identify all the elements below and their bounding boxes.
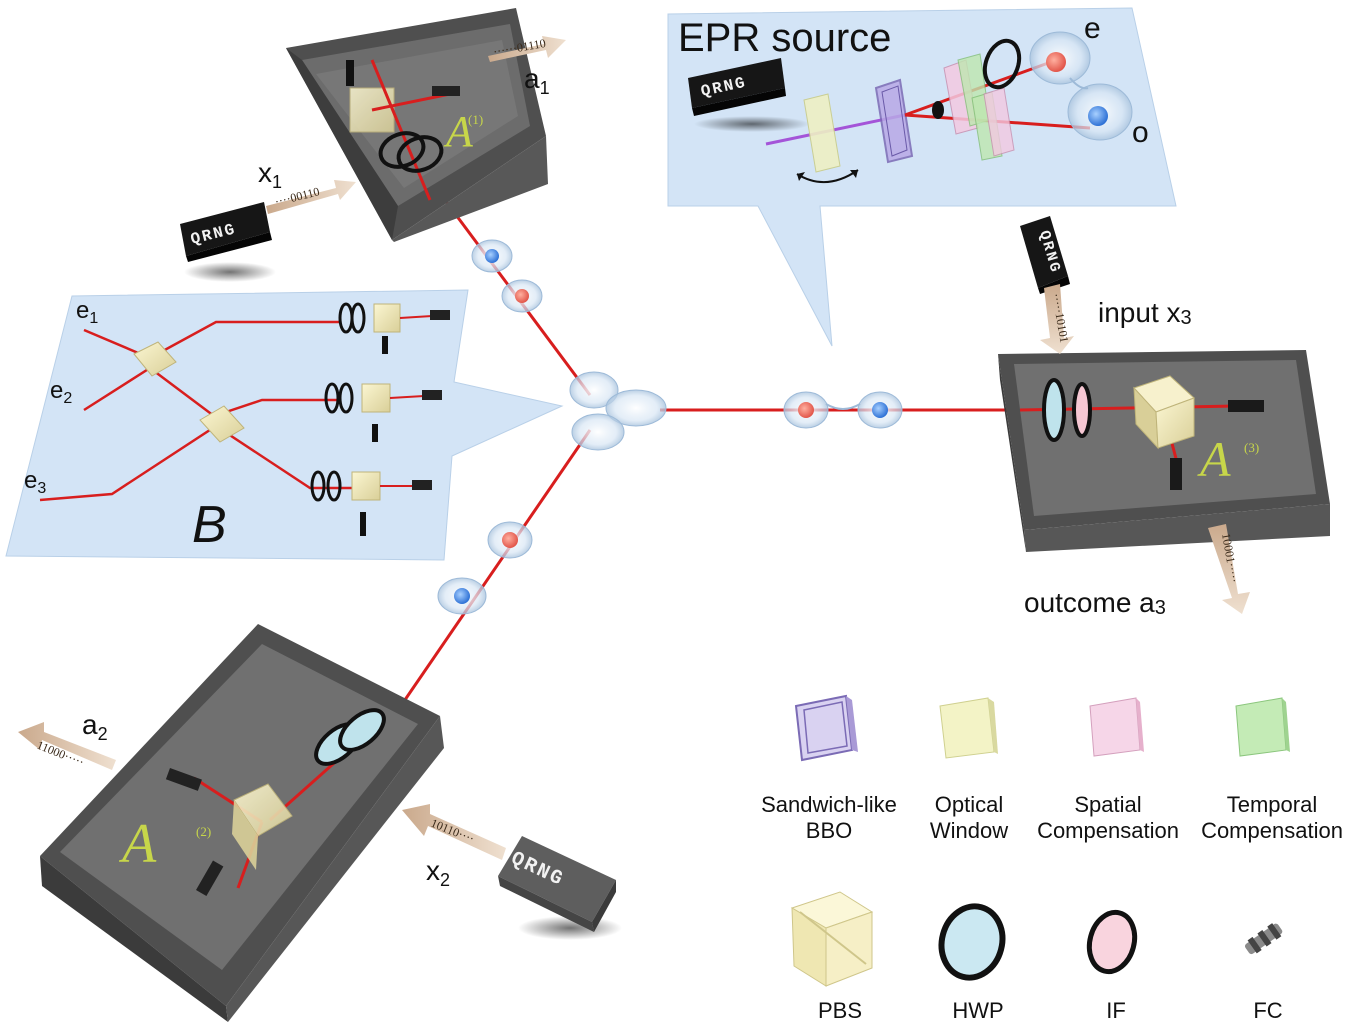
optical-window [803, 93, 841, 173]
svg-text:IF: IF [1106, 998, 1126, 1023]
station-3-qrng: QRNG [1020, 216, 1070, 294]
optical-window-icon [939, 697, 998, 759]
svg-text:Spatial: Spatial [1074, 792, 1141, 817]
svg-text:Sandwich-like: Sandwich-like [761, 792, 897, 817]
sandwich-bbo-icon [794, 694, 858, 762]
spatial-compensation-icon [1089, 697, 1144, 757]
station-2-qrng: QRNG [498, 836, 622, 940]
beam-splitter-2 [199, 405, 245, 443]
station-3-output-arrow: 10001····· [1208, 524, 1250, 614]
svg-text:HWP: HWP [952, 998, 1003, 1023]
station-3-output-label: outcome a3 [1024, 587, 1166, 619]
label-o: o [1132, 116, 1149, 149]
station-2-input-arrow: 10110···· [402, 804, 506, 860]
bob-port-e1: e1 [76, 297, 98, 327]
sandwich-bbo [874, 78, 914, 164]
station-1-box: A (1) [286, 8, 548, 242]
station-1-device-label: A [443, 107, 474, 156]
if-icon [1086, 909, 1138, 975]
bob-port-e3: e3 [24, 467, 46, 497]
rotation-arrow-icon [796, 169, 859, 184]
photon-pair-bubble [1029, 31, 1133, 141]
svg-text:Compensation: Compensation [1037, 818, 1179, 843]
station-2-device-label: A [118, 813, 157, 875]
svg-text:Temporal: Temporal [1227, 792, 1317, 817]
svg-text:Optical: Optical [935, 792, 1003, 817]
station-3-input-label: input x3 [1098, 297, 1192, 329]
station-3-box: A (3) [998, 350, 1330, 552]
station-1-output-label: a1 [524, 63, 550, 98]
epr-source-title: EPR source [678, 16, 891, 60]
bob-label: B [192, 496, 227, 554]
station-3-device-label: A [1197, 431, 1231, 487]
bob-module-2 [324, 382, 442, 442]
legend: Sandwich-like BBO Optical Window Spatial… [761, 694, 1343, 1023]
beam-splitter-1 [133, 341, 177, 377]
station-2-input-label: x2 [426, 855, 450, 890]
svg-text:PBS: PBS [818, 998, 862, 1023]
svg-text:Compensation: Compensation [1201, 818, 1343, 843]
svg-text:Window: Window [930, 818, 1008, 843]
station-1-qrng: QRNG [180, 202, 276, 282]
station-2-output-label: a2 [82, 709, 108, 744]
small-lens [932, 101, 944, 119]
hwp-icon [938, 903, 1006, 981]
svg-text:BBO: BBO [806, 818, 852, 843]
svg-text:(3): (3) [1244, 440, 1259, 455]
station-2-box: A (2) [40, 624, 444, 1022]
svg-text:(1): (1) [468, 112, 483, 127]
fc-icon [1244, 923, 1283, 955]
hwp-ring [982, 38, 1022, 90]
label-e: e [1084, 12, 1101, 45]
ghz-state-bubble [569, 371, 667, 451]
svg-text:10110····: 10110···· [429, 816, 476, 846]
epr-source-panel: EPR source QRNG [667, 7, 1177, 347]
bob-module-3 [310, 470, 432, 536]
bob-panel: e1 e2 e3 B [5, 289, 564, 561]
epr-qrng-box: QRNG [688, 58, 810, 132]
bob-port-e2: e2 [50, 377, 72, 407]
station-3-input-arrow: ·····10101 [1040, 284, 1074, 354]
svg-text:(2): (2) [196, 824, 211, 839]
pbs-icon [790, 891, 874, 987]
bob-module-1 [338, 302, 450, 354]
svg-text:FC: FC [1253, 998, 1282, 1023]
photon-bubbles [437, 239, 903, 615]
station-1-input-label: x1 [258, 157, 282, 192]
temporal-compensation-icon [1235, 697, 1290, 757]
